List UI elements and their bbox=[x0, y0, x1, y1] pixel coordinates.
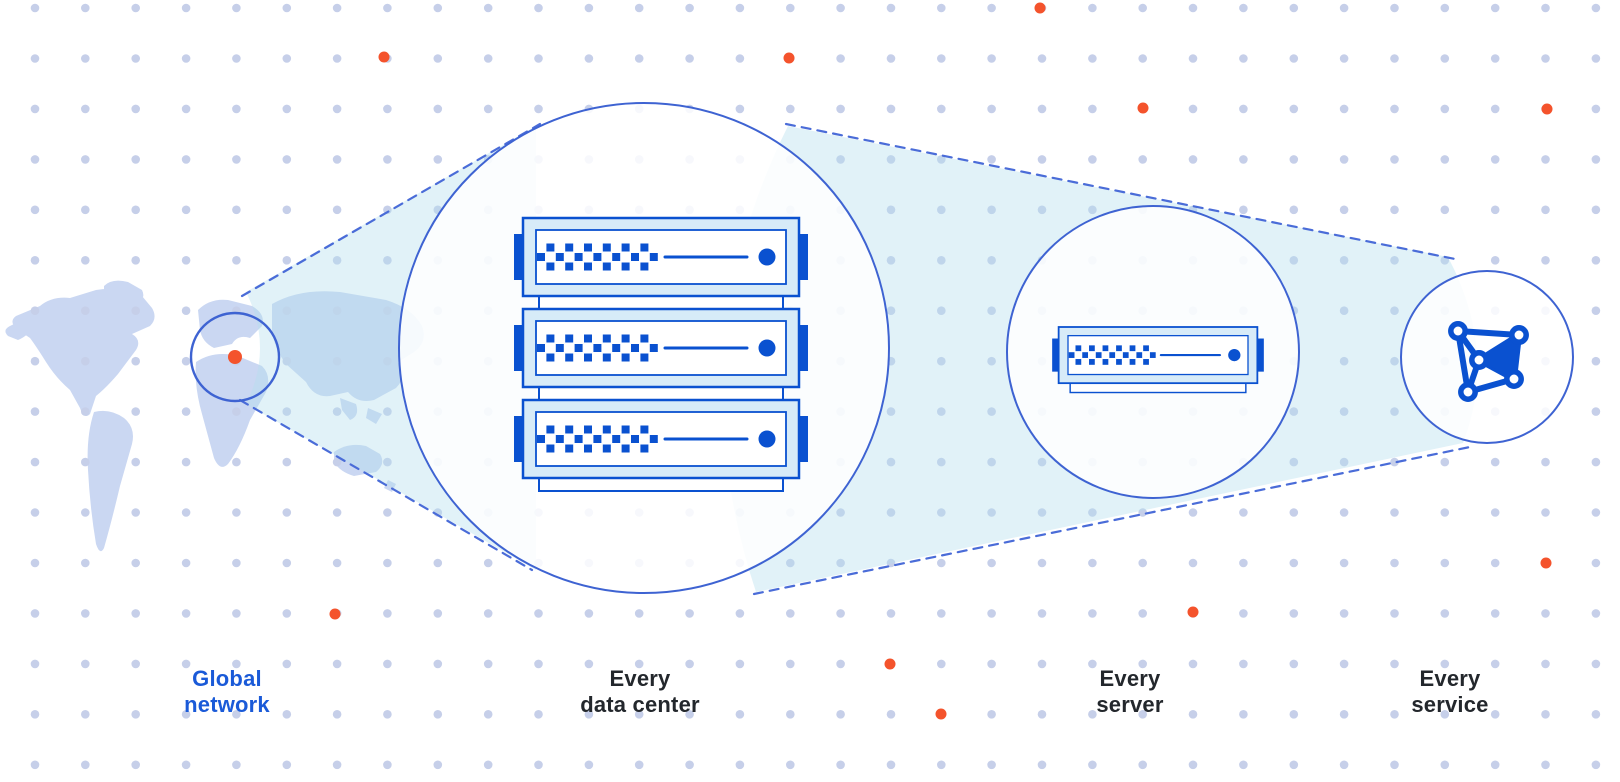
label-every-server: Every server bbox=[1096, 666, 1163, 718]
cone-dashed-line bbox=[238, 398, 534, 572]
map-marker-dot bbox=[228, 350, 242, 364]
mesh-network-icon bbox=[1448, 321, 1529, 402]
label-line: data center bbox=[580, 692, 700, 717]
label-global-network: Global network bbox=[184, 666, 270, 718]
label-every-service: Every service bbox=[1411, 666, 1488, 718]
cone-dashed-line bbox=[752, 445, 1472, 596]
world-map bbox=[5, 280, 424, 552]
label-line: Every bbox=[1099, 666, 1161, 691]
cone-dashed-line bbox=[240, 122, 542, 298]
globe-highlight-circle bbox=[189, 311, 281, 403]
server-stack-icon bbox=[514, 216, 808, 492]
label-line: service bbox=[1411, 692, 1489, 717]
label-line: network bbox=[184, 692, 270, 717]
label-line: Every bbox=[1419, 666, 1481, 691]
label-line: server bbox=[1096, 692, 1164, 717]
label-line: Global bbox=[192, 666, 262, 691]
label-line: Every bbox=[609, 666, 671, 691]
cone-dashed-line bbox=[784, 122, 1457, 261]
server-icon bbox=[1052, 326, 1264, 394]
label-every-data-center: Every data center bbox=[580, 666, 700, 718]
orange-dots bbox=[329, 2, 1553, 720]
